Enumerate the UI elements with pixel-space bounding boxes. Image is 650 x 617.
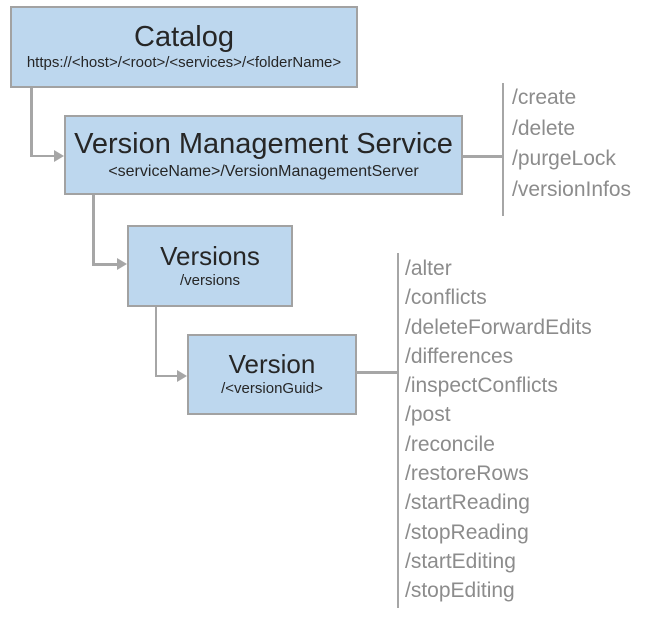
node-version-url: /<versionGuid> bbox=[221, 380, 323, 398]
endpoint-item: /reconcile bbox=[405, 432, 495, 456]
endpoint-item: /purgeLock bbox=[512, 147, 616, 170]
connector-version-endpoints-line bbox=[356, 371, 397, 374]
node-versions: Versions /versions bbox=[127, 225, 293, 307]
endpoint-item: /startReading bbox=[405, 491, 530, 515]
endpoint-item: /alter bbox=[405, 257, 452, 280]
node-versions-url: /versions bbox=[179, 271, 241, 289]
node-version: Version /<versionGuid> bbox=[187, 334, 357, 415]
endpoint-item: /delete bbox=[512, 116, 576, 140]
connector-vms-endpoints-line bbox=[463, 155, 502, 158]
endpoint-list-version: /alter /conflicts /deleteForwardEdits /d… bbox=[405, 254, 592, 606]
endpoint-item: /stopEditing bbox=[405, 579, 515, 603]
node-version-management-service: Version Management Service <serviceName>… bbox=[64, 115, 463, 195]
endpoint-item: /post bbox=[405, 403, 451, 427]
endpoint-item: /create bbox=[512, 86, 577, 109]
endpoint-item: /versionInfos bbox=[512, 177, 632, 201]
endpoint-item: /conflicts bbox=[405, 286, 487, 310]
connector-versions-version-arrowhead bbox=[177, 370, 187, 382]
endpoint-item: /differences bbox=[405, 344, 514, 368]
endpoint-item: /inspectConflicts bbox=[405, 374, 558, 398]
endpoint-item: /deleteForwardEdits bbox=[405, 315, 592, 339]
endpoint-list-2-divider bbox=[396, 253, 399, 608]
node-catalog-title: Catalog bbox=[134, 21, 234, 54]
connector-catalog-vms-arrowhead bbox=[54, 150, 64, 162]
endpoint-list-1-divider bbox=[501, 83, 504, 216]
node-version-management-service-url: <serviceName>/VersionManagementServer bbox=[108, 162, 419, 180]
node-catalog: Catalog https://<host>/<root>/<services>… bbox=[10, 6, 358, 88]
node-catalog-url: https://<host>/<root>/<services>/<folder… bbox=[26, 54, 342, 72]
node-version-title: Version bbox=[228, 349, 316, 380]
endpoint-item: /restoreRows bbox=[405, 462, 529, 486]
endpoint-item: /startEditing bbox=[405, 549, 516, 573]
node-versions-title: Versions bbox=[160, 240, 260, 271]
connector-vms-versions-horizontal bbox=[92, 263, 118, 266]
connector-versions-version-vertical bbox=[154, 307, 157, 377]
connector-catalog-vms-horizontal bbox=[30, 154, 55, 157]
endpoint-list-vms: /create /delete /purgeLock /versionInfos bbox=[512, 83, 631, 205]
connector-versions-version-horizontal bbox=[154, 374, 179, 377]
node-version-management-service-title: Version Management Service bbox=[74, 128, 453, 161]
connector-vms-versions-vertical bbox=[92, 195, 95, 266]
connector-catalog-vms-vertical bbox=[30, 88, 33, 157]
endpoint-item: /stopReading bbox=[405, 520, 529, 544]
connector-vms-versions-arrowhead bbox=[117, 258, 127, 270]
